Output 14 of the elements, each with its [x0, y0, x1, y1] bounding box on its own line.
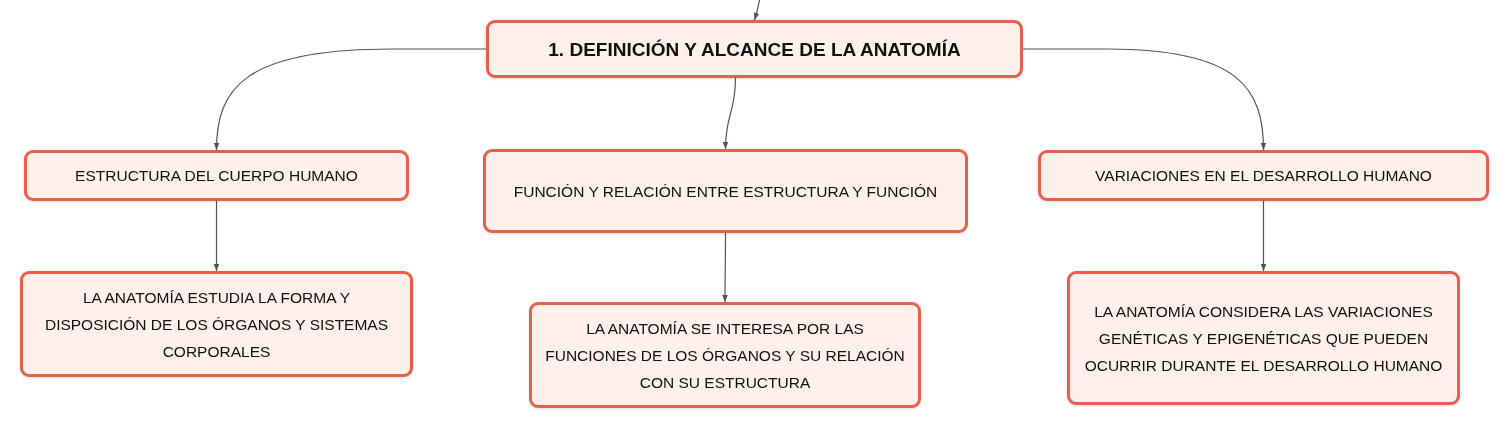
connector-arrow	[722, 77, 737, 150]
topic-box: ESTRUCTURA DEL CUERPO HUMANO	[24, 150, 409, 201]
topic-box: VARIACIONES EN EL DESARROLLO HUMANO	[1038, 150, 1489, 201]
topic-box: FUNCIÓN Y RELACIÓN ENTRE ESTRUCTURA Y FUNCIÓN	[483, 149, 968, 233]
topic-box: LA ANATOMÍA CONSIDERA LAS VARIACIONES GENÉTICAS Y EPIGENÉTICAS QUE PUEDEN OCURRIR DURANTE EL DESARROLLO HUMANO	[1067, 271, 1460, 405]
connector-arrow	[722, 232, 728, 303]
topic-box: LA ANATOMÍA ESTUDIA LA FORMA Y DISPOSICIÓN DE LOS ÓRGANOS Y SISTEMAS CORPORALES	[20, 271, 413, 377]
connector-arrow	[213, 48, 487, 151]
connector-arrow	[753, 0, 761, 21]
connector-arrow	[1022, 48, 1267, 151]
connector-arrow	[213, 200, 220, 272]
topic-box: LA ANATOMÍA SE INTERESA POR LAS FUNCIONES DE LOS ÓRGANOS Y SU RELACIÓN CON SU ESTRUCTURA	[529, 302, 921, 408]
central-topic-box: 1. DEFINICIÓN Y ALCANCE DE LA ANATOMÍA	[486, 20, 1023, 78]
connector-arrow	[1260, 200, 1267, 272]
